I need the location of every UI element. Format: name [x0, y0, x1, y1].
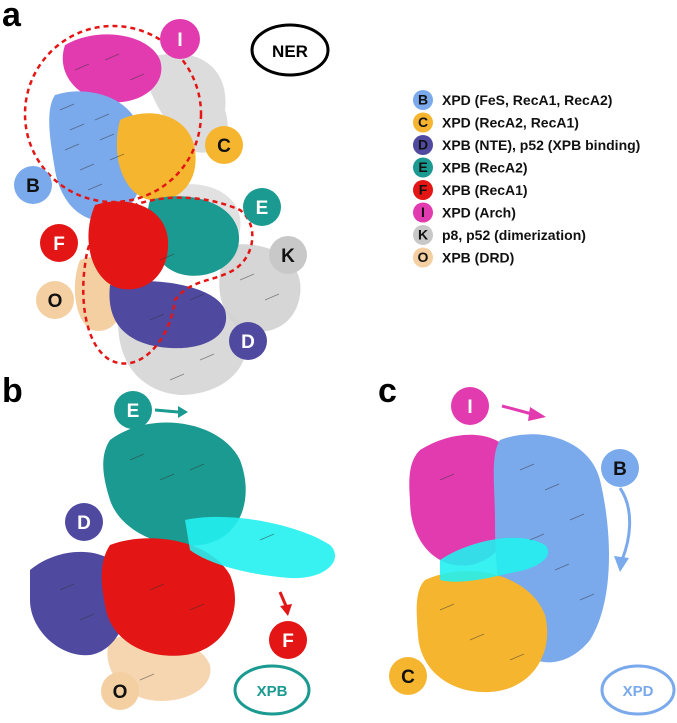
badge-C-a: C [205, 126, 243, 164]
legend-key-D: D [418, 137, 428, 153]
domain-I [62, 34, 162, 103]
legend-item-I: I XPD (Arch) [413, 202, 516, 223]
legend-item-E: E XPB (RecA2) [413, 157, 528, 178]
legend: B XPD (FeS, RecA1, RecA2) C XPD (RecA2, Rec… [413, 90, 640, 268]
badge-I-a-text: I [177, 30, 182, 51]
legend-swatch-D [413, 135, 433, 155]
legend-item-B: B XPD (FeS, RecA1, RecA2) [413, 90, 612, 110]
dashed-region-xpb [82, 196, 254, 365]
badge-I-a: I [160, 19, 200, 59]
legend-item-D: D XPB (NTE), p52 (XPB binding) [413, 135, 640, 155]
badge-E-a-text: E [256, 198, 269, 219]
xpb-label: XPB [257, 683, 288, 700]
legend-key-B: B [418, 92, 428, 108]
badge-I-c-text: I [467, 397, 472, 418]
xpd-label: XPD [623, 683, 654, 700]
dna-strand-b [185, 516, 336, 579]
badge-B-a: B [14, 166, 52, 204]
domain-F-b [101, 538, 235, 656]
legend-key-K: K [418, 227, 428, 243]
panel-c-structure [409, 434, 610, 693]
badge-D-a: D [229, 322, 267, 360]
dashed-region-xpd [23, 24, 203, 204]
legend-key-F: F [419, 182, 428, 198]
badge-K-a-text: K [281, 246, 295, 267]
panel-a-structure [49, 34, 301, 395]
badge-E-b-text: E [127, 401, 140, 422]
legend-swatch-I [413, 202, 433, 223]
motion-vectors-a [59, 53, 280, 381]
legend-label-K: p8, p52 (dimerization) [442, 227, 586, 243]
panel-label-b: b [2, 372, 23, 410]
badge-O-b: O [101, 672, 139, 710]
panel-b-structure [30, 422, 336, 701]
badge-E-a: E [243, 188, 281, 226]
badge-D-b-text: D [77, 513, 91, 534]
legend-key-C: C [418, 114, 428, 130]
arrow-I-c [501, 404, 533, 416]
legend-item-C: C XPD (RecA2, RecA1) [413, 112, 579, 133]
motion-vectors-c [439, 463, 595, 661]
arrow-B-c [618, 487, 632, 561]
legend-swatch-K [413, 225, 433, 245]
arrow-F-b-head [280, 604, 292, 616]
legend-label-B: XPD (FeS, RecA1, RecA2) [442, 92, 612, 108]
domain-E-b [103, 422, 246, 546]
legend-swatch-B [413, 90, 433, 110]
badge-F-b-text: F [282, 631, 294, 652]
legend-swatch-C [413, 112, 433, 133]
domain-C-c [416, 571, 548, 693]
badge-B-c: B [601, 449, 639, 487]
legend-key-E: E [418, 159, 427, 175]
ner-label: NER [272, 42, 308, 61]
ner-oval [250, 23, 330, 77]
domain-F [88, 201, 169, 290]
dna-strand-c [440, 537, 549, 582]
legend-label-C: XPD (RecA2, RecA1) [442, 115, 579, 131]
badge-C-c-text: C [401, 667, 415, 688]
panel-label-a: a [2, 0, 22, 34]
legend-item-O: O XPB (DRD) [413, 247, 514, 268]
legend-label-D: XPB (NTE), p52 (XPB binding) [442, 137, 640, 153]
badge-O-b-text: O [113, 682, 128, 703]
motion-vectors-b [59, 453, 275, 681]
arrow-I-c-head [528, 407, 546, 421]
badge-K-a: K [269, 236, 307, 274]
domain-D [109, 281, 227, 349]
badge-D-a-text: D [241, 332, 255, 353]
badge-I-c: I [451, 387, 489, 425]
badge-E-b: E [114, 391, 152, 429]
badge-F-a-text: F [53, 234, 65, 255]
legend-key-O: O [418, 249, 429, 265]
legend-label-E: XPB (RecA2) [442, 160, 528, 176]
arrow-B-c-head [614, 556, 629, 572]
legend-label-I: XPD (Arch) [442, 205, 516, 221]
legend-item-F: F XPB (RecA1) [413, 180, 528, 200]
structure-grey-top [140, 53, 228, 153]
legend-label-F: XPB (RecA1) [442, 182, 528, 198]
xpd-oval [600, 664, 676, 716]
arrow-E-b [154, 408, 179, 414]
legend-swatch-F [413, 180, 433, 200]
badge-B-c-text: B [613, 459, 627, 480]
badge-B-a-text: B [26, 176, 40, 197]
badge-C-a-text: C [217, 136, 231, 157]
legend-key-I: I [421, 204, 425, 220]
badge-D-b: D [65, 503, 103, 541]
domain-C [116, 113, 196, 201]
panel-label-c: c [378, 372, 397, 410]
badge-O-a: O [36, 281, 74, 319]
badge-F-b: F [269, 621, 307, 659]
xpb-oval [233, 664, 311, 716]
badge-C-c: C [389, 657, 427, 695]
arrow-E-b-head [178, 406, 188, 418]
badge-O-a-text: O [48, 291, 63, 312]
legend-label-O: XPB (DRD) [442, 250, 514, 266]
legend-swatch-O [413, 247, 433, 268]
legend-swatch-E [413, 157, 433, 178]
arrow-F-b [278, 591, 288, 607]
badge-F-a: F [40, 224, 78, 262]
